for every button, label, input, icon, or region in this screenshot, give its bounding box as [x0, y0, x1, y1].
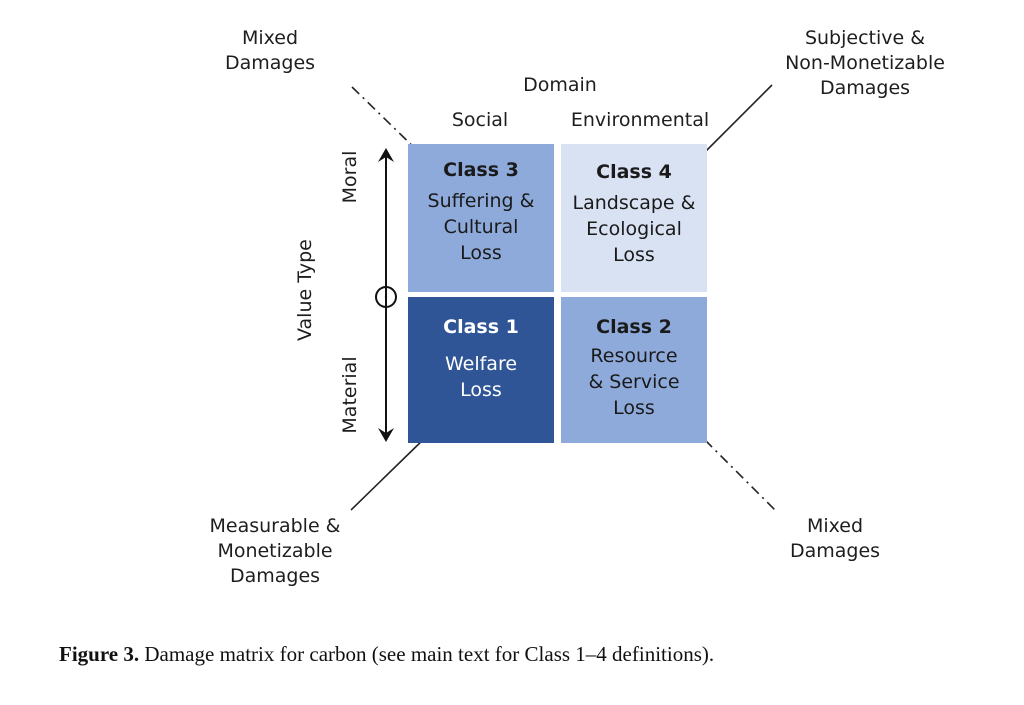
corner-label-top-right: Subjective & Non-Monetizable Damages — [785, 27, 945, 99]
mixed-damages-top-left-connector — [351, 86, 428, 161]
cell-title: Class 4 — [596, 161, 672, 183]
value-axis-bottom-label: Material — [339, 356, 361, 434]
value-axis-label: Value Type — [294, 239, 316, 341]
matrix-cell-class-4: Class 4 Landscape & Ecological Loss — [561, 144, 707, 292]
cell-description: Suffering & Cultural Loss — [427, 190, 535, 264]
mixed-damages-bottom-right-connector — [704, 439, 776, 511]
measurable-damages-connector — [350, 434, 429, 511]
cell-title: Class 3 — [443, 159, 519, 181]
figure-caption: Figure 3. Damage matrix for carbon (see … — [59, 642, 714, 667]
arrow-up-icon — [378, 148, 394, 162]
cell-description: Welfare Loss — [444, 353, 518, 401]
domain-column-social: Social — [451, 109, 509, 131]
axis-origin-circle — [375, 286, 397, 308]
corner-label-bottom-left: Measurable & Monetizable Damages — [209, 515, 341, 587]
caption-label: Figure 3. — [59, 642, 140, 666]
value-axis-top-label: Moral — [339, 150, 361, 204]
domain-column-environmental: Environmental — [570, 109, 710, 131]
subjective-damages-connector — [696, 84, 773, 161]
cell-description: Landscape & Ecological Loss — [572, 192, 696, 266]
matrix-cell-class-3: Class 3 Suffering & Cultural Loss — [408, 144, 554, 292]
matrix-cell-class-2: Class 2 Resource & Service Loss — [561, 297, 707, 443]
domain-header: Domain — [523, 74, 597, 96]
cell-description: Resource & Service Loss — [588, 345, 680, 419]
matrix-cell-class-1: Class 1 Welfare Loss — [408, 297, 554, 443]
arrow-down-icon — [378, 428, 394, 442]
cell-title: Class 1 — [443, 316, 519, 338]
cell-title: Class 2 — [596, 316, 672, 338]
corner-label-top-left: Mixed Damages — [224, 27, 316, 74]
caption-text: Damage matrix for carbon (see main text … — [139, 642, 715, 666]
corner-label-bottom-right: Mixed Damages — [789, 515, 881, 562]
